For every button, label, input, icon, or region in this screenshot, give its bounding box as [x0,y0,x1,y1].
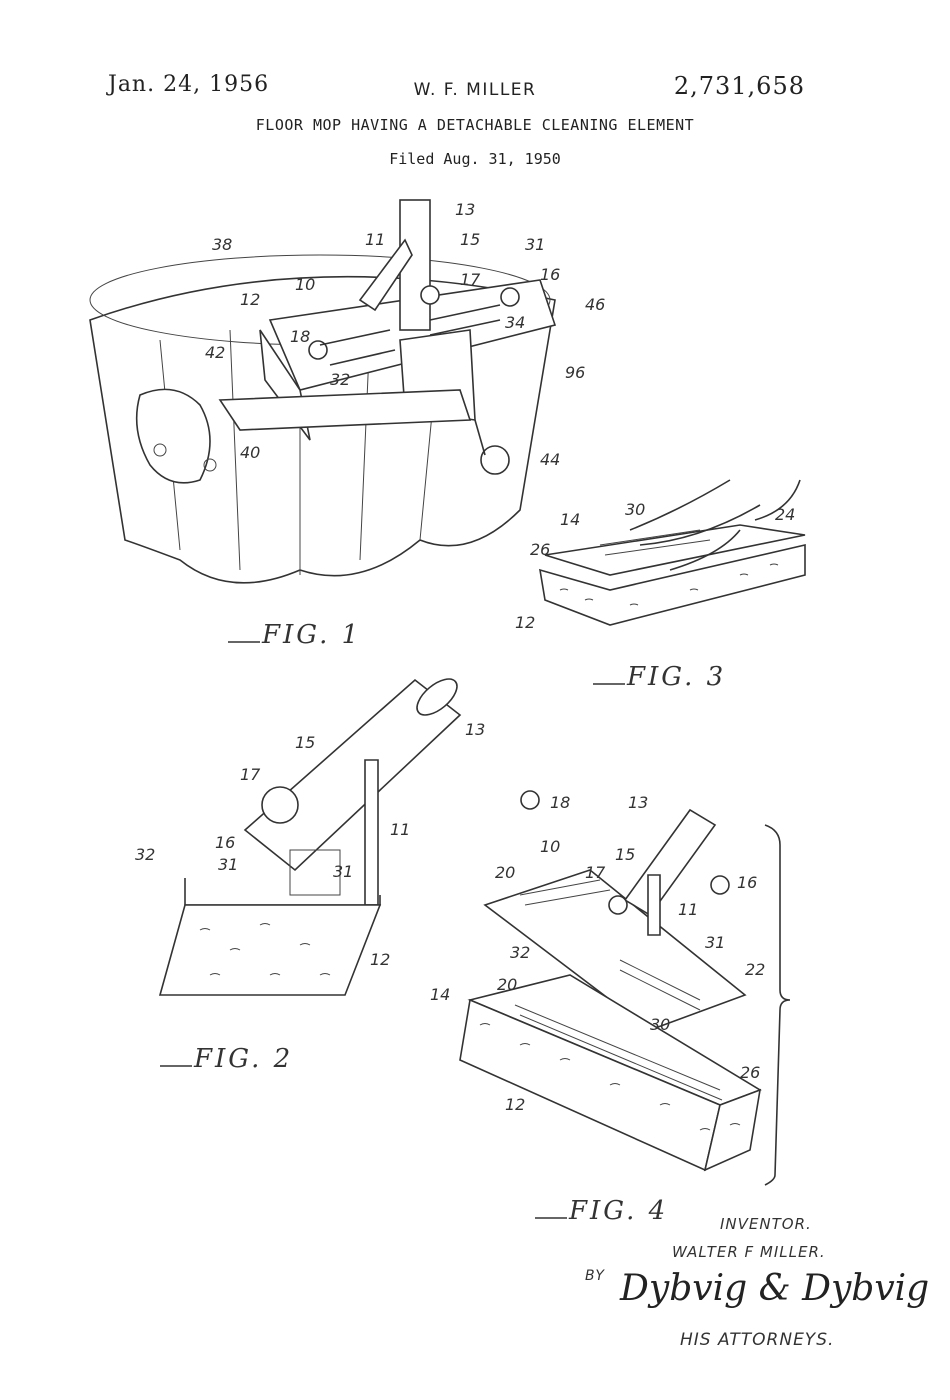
figure-4-drawing [459,790,791,1186]
ref-label: 12 [370,950,390,969]
figure-4-references: 18 13 10 15 17 16 20 11 32 31 22 14 20 3… [430,793,765,1114]
ref-label: 31 [218,855,238,874]
figure-3-references: 30 24 14 26 12 [515,500,795,632]
figure-2-drawing [158,678,462,996]
ref-label: 22 [745,960,765,979]
ref-label: 24 [775,505,795,524]
figure-1-label: FIG. 1 [261,620,361,650]
ref-label: 17 [240,765,261,784]
ref-label: 16 [215,833,235,852]
ref-label: 20 [497,975,517,994]
ref-label: 96 [565,363,585,382]
ref-label: 17 [585,863,606,882]
ref-label: 34 [505,313,525,332]
inventor-name-header: W. F. MILLER [413,80,537,100]
ref-label: 30 [650,1015,670,1034]
ref-label: 11 [390,820,410,839]
patent-date: Jan. 24, 1956 [108,72,270,97]
ref-label: 17 [460,270,481,289]
figure-1-drawing [89,199,557,584]
ref-label: 26 [530,540,550,559]
ref-label: 31 [525,235,545,254]
ref-label: 31 [705,933,725,952]
ref-label: 14 [430,985,450,1004]
figure-3-label: FIG. 3 [626,662,726,692]
ref-label: 15 [615,845,635,864]
ref-label: 12 [505,1095,525,1114]
ref-label: 26 [740,1063,760,1082]
attorney-signature: Dybvig & Dybvig [620,1268,930,1309]
ref-label: 18 [550,793,570,812]
ref-label: 18 [290,327,310,346]
ref-label: 32 [330,370,350,389]
ref-label: 11 [365,230,385,249]
ref-label: 12 [515,613,535,632]
ref-label: 16 [540,265,560,284]
figure-2-references: 15 13 17 11 16 32 31 31 12 [135,720,485,969]
inventor-signature-name: WALTER F MILLER. [672,1243,826,1261]
ref-label: 12 [240,290,260,309]
ref-label: 32 [135,845,155,864]
patent-title: FLOOR MOP HAVING A DETACHABLE CLEANING E… [255,116,695,134]
ref-label: 13 [628,793,648,812]
by-label: BY [585,1268,605,1284]
ref-label: 46 [585,295,605,314]
figure-2-label: FIG. 2 [193,1044,293,1074]
figure-3-drawing [539,479,806,626]
ref-label: 16 [737,873,757,892]
inventor-label: INVENTOR. [720,1215,812,1233]
patent-number: 2,731,658 [673,72,805,100]
ref-label: 15 [295,733,315,752]
attorneys-label: HIS ATTORNEYS. [680,1330,835,1350]
ref-label: 20 [495,863,515,882]
ref-label: 32 [510,943,530,962]
ref-label: 40 [240,443,260,462]
ref-label: 30 [625,500,645,519]
figure-4-label: FIG. 4 [568,1196,668,1226]
ref-label: 13 [455,200,475,219]
figure-1-references: 13 11 15 38 31 10 17 16 12 46 18 34 42 3… [205,200,605,469]
ref-label: 13 [465,720,485,739]
ref-label: 44 [540,450,560,469]
ref-label: 10 [295,275,315,294]
ref-label: 14 [560,510,580,529]
ref-label: 31 [333,862,353,881]
ref-label: 38 [212,235,232,254]
ref-label: 15 [460,230,480,249]
ref-label: 10 [540,837,560,856]
ref-label: 11 [678,900,698,919]
ref-label: 42 [205,343,225,362]
filed-date: Filed Aug. 31, 1950 [389,150,561,168]
